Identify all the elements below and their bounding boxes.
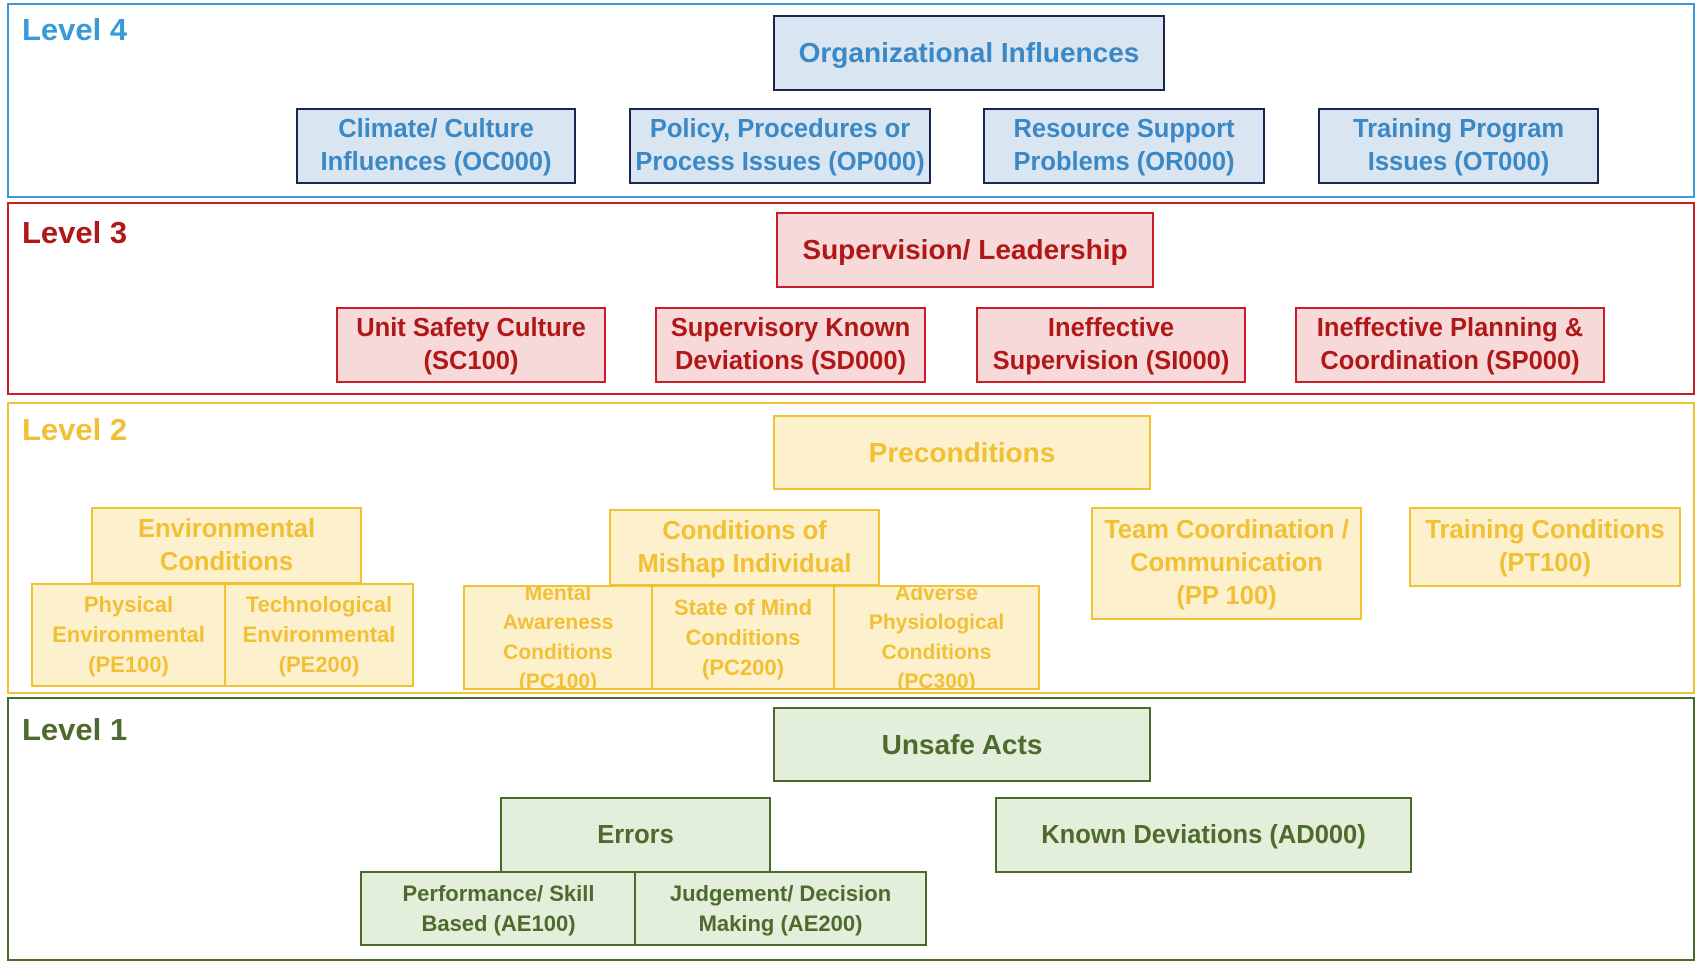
errors-box: Errors [500, 797, 771, 873]
conditions-mishap-individual-box: Conditions of Mishap Individual [609, 509, 880, 586]
level-3-label: Level 3 [22, 215, 128, 250]
level-2-label: Level 2 [22, 412, 128, 447]
ineffective-planning-coordination-box: Ineffective Planning & Coordination (SP0… [1295, 307, 1605, 383]
performance-skill-based-box: Performance/ Skill Based (AE100) [360, 871, 637, 946]
adverse-physiological-conditions-box: Adverse Physiological Conditions (PC300) [833, 585, 1040, 690]
level-4-label: Level 4 [22, 12, 128, 47]
climate-culture-influences-box: Climate/ Culture Influences (OC000) [296, 108, 576, 184]
level-2-panel [7, 402, 1695, 694]
supervisory-known-deviations-box: Supervisory Known Deviations (SD000) [655, 307, 926, 383]
resource-support-problems-box: Resource Support Problems (OR000) [983, 108, 1265, 184]
preconditions-box: Preconditions [773, 415, 1151, 490]
unit-safety-culture-box: Unit Safety Culture (SC100) [336, 307, 606, 383]
level-3-panel [7, 202, 1695, 395]
level-1-panel [7, 697, 1695, 961]
state-of-mind-conditions-box: State of Mind Conditions (PC200) [651, 585, 835, 690]
judgement-decision-making-box: Judgement/ Decision Making (AE200) [634, 871, 927, 946]
training-conditions-box: Training Conditions (PT100) [1409, 507, 1681, 587]
technological-environmental-box: Technological Environmental (PE200) [224, 583, 414, 687]
mental-awareness-conditions-box: Mental Awareness Conditions (PC100) [463, 585, 653, 690]
level-1-label: Level 1 [22, 712, 128, 747]
ineffective-supervision-box: Ineffective Supervision (SI000) [976, 307, 1246, 383]
environmental-conditions-box: Environmental Conditions [91, 507, 362, 584]
physical-environmental-box: Physical Environmental (PE100) [31, 583, 226, 687]
policy-procedures-process-box: Policy, Procedures or Process Issues (OP… [629, 108, 931, 184]
level-4-panel [7, 3, 1695, 198]
unsafe-acts-box: Unsafe Acts [773, 707, 1151, 782]
organizational-influences-box: Organizational Influences [773, 15, 1165, 91]
team-coordination-communication-box: Team Coordination / Communication (PP 10… [1091, 507, 1362, 620]
known-deviations-box: Known Deviations (AD000) [995, 797, 1412, 873]
supervision-leadership-box: Supervision/ Leadership [776, 212, 1154, 288]
training-program-issues-box: Training Program Issues (OT000) [1318, 108, 1599, 184]
